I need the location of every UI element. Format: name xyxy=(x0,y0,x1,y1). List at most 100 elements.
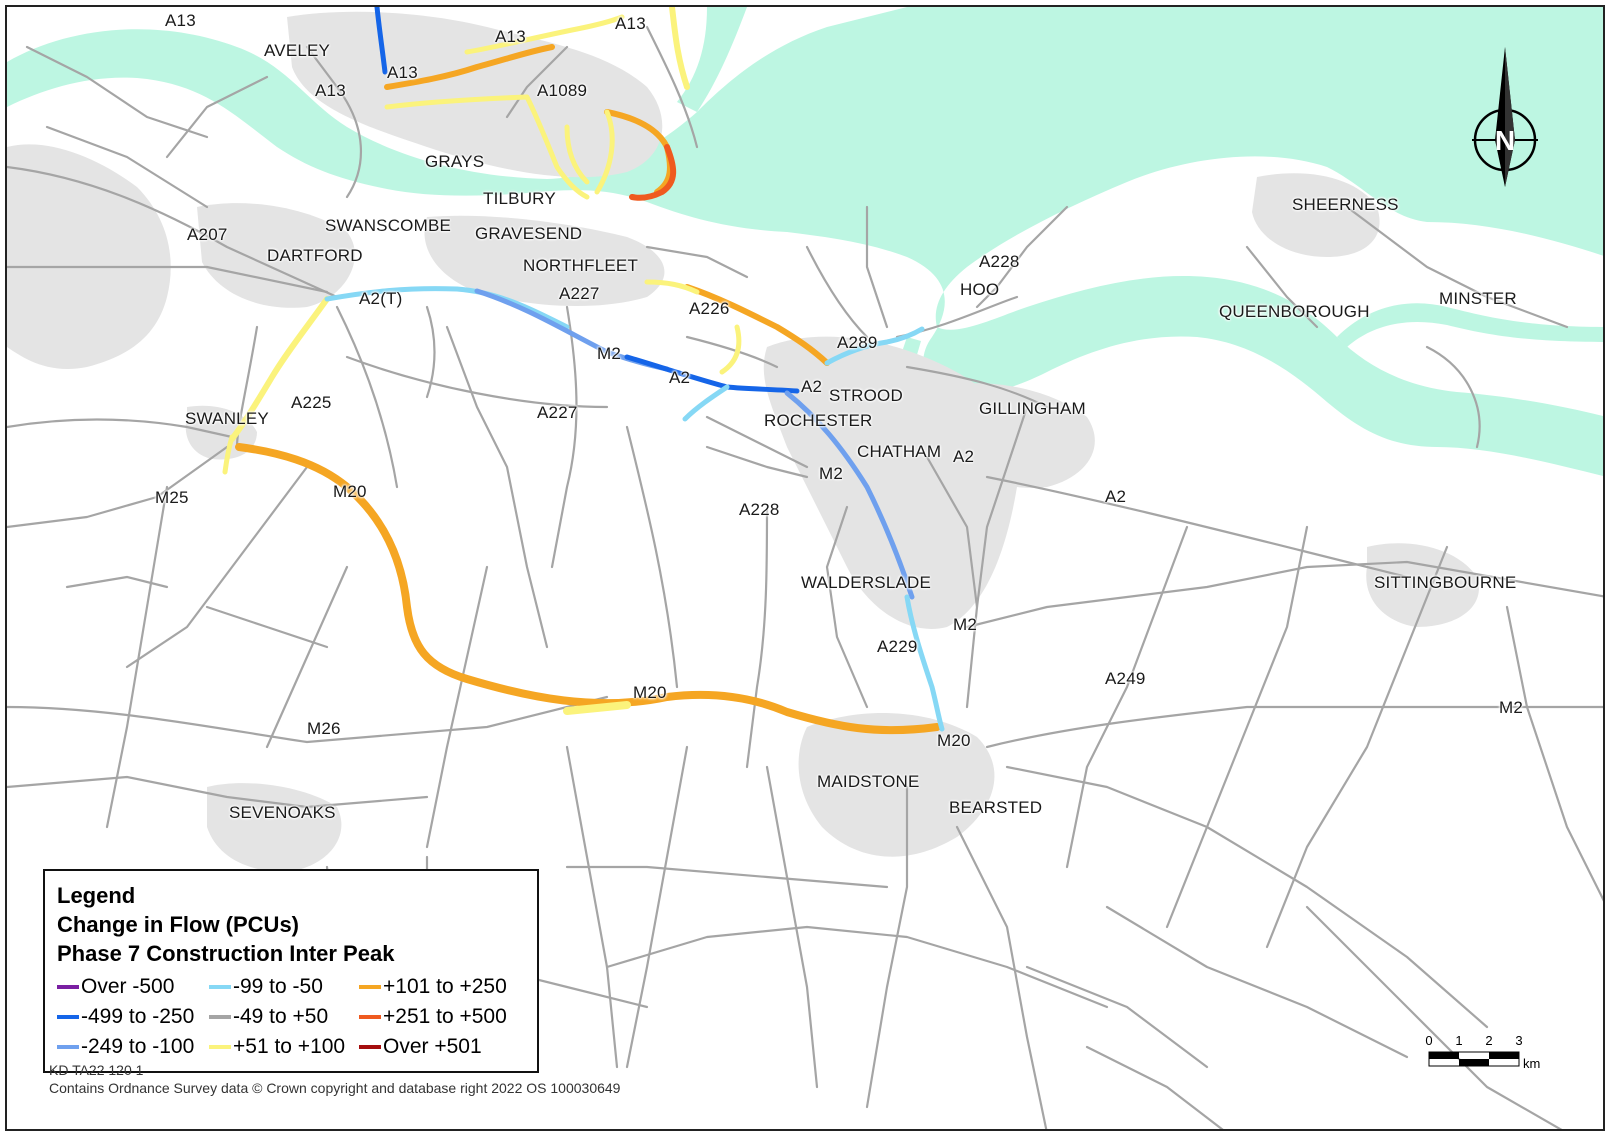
road-bg xyxy=(425,565,489,849)
north-road-blue xyxy=(374,7,388,75)
urban-sheppey xyxy=(1252,173,1380,257)
a2-westend-yellow xyxy=(222,434,235,475)
legend-item: -49 to +50 xyxy=(209,1004,359,1030)
a13-orange xyxy=(384,44,555,90)
road-bg xyxy=(565,745,619,1069)
legend-swatch xyxy=(209,1045,231,1049)
legend-swatch xyxy=(209,1015,231,1019)
road-bg xyxy=(925,455,979,609)
road-bg xyxy=(805,245,869,339)
road-bg xyxy=(1085,1045,1224,1129)
a1089-loop-red xyxy=(629,144,677,201)
flow-roads xyxy=(222,7,945,735)
place-label-hoo: HOO xyxy=(960,280,1000,299)
thames-estuary xyxy=(7,7,1603,477)
legend-item: -499 to -250 xyxy=(57,1004,209,1030)
legend-label: Over -500 xyxy=(81,975,175,998)
road-bg xyxy=(705,445,809,479)
road-bg xyxy=(645,245,749,279)
legend-subtitle-phase: Phase 7 Construction Inter Peak xyxy=(57,941,395,966)
a226-yellow xyxy=(644,279,742,375)
legend-panel: Legend Change in Flow (PCUs) Phase 7 Con… xyxy=(43,869,539,1073)
road-bg xyxy=(745,505,769,769)
legend-swatch xyxy=(57,1015,79,1019)
north-arrow: N xyxy=(1472,47,1542,197)
road-label-a1089: A1089 xyxy=(537,81,588,100)
road-bg xyxy=(205,605,329,649)
legend-swatch xyxy=(359,985,381,989)
legend-swatch xyxy=(57,1045,79,1049)
road-bg xyxy=(625,425,679,689)
place-label-sittingbourne: SITTINGBOURNE xyxy=(1374,573,1517,592)
place-label-bearsted: BEARSTED xyxy=(949,798,1043,817)
road-label-a2: A2 xyxy=(801,377,823,396)
place-label-strood: STROOD xyxy=(829,386,903,405)
road-label-m2: M2 xyxy=(1499,698,1524,717)
road-bg xyxy=(25,45,209,139)
road-bg xyxy=(125,465,309,669)
place-label-rochester: ROCHESTER xyxy=(764,411,873,430)
road-label-m2: M2 xyxy=(597,344,622,363)
scale-bar: 0 1 2 3 km xyxy=(1425,1032,1555,1072)
road-bg xyxy=(1425,345,1481,449)
legend-label: +251 to +500 xyxy=(383,1005,507,1028)
road-bg xyxy=(65,575,169,589)
legend-swatch xyxy=(57,985,79,989)
road-bg xyxy=(7,775,429,809)
legend-item: +101 to +250 xyxy=(359,974,529,1000)
legend-swatch xyxy=(209,985,231,989)
urban-west xyxy=(7,144,171,369)
road-label-a2: A2 xyxy=(669,368,691,387)
place-label-queenborough: QUEENBOROUGH xyxy=(1219,302,1370,321)
road-label-a13: A13 xyxy=(165,11,196,30)
legend-label: Over +501 xyxy=(383,1035,482,1058)
m20-orange-ring xyxy=(235,443,941,735)
road-bg xyxy=(905,365,1049,409)
road-label-a228: A228 xyxy=(739,500,780,519)
legend-swatch xyxy=(359,1045,381,1049)
road-bg xyxy=(7,695,609,744)
road-bg xyxy=(625,745,689,1069)
road-label-m20: M20 xyxy=(937,731,971,750)
road-bg xyxy=(165,75,269,159)
swale-channel xyxy=(1337,303,1603,347)
road-bg xyxy=(765,765,819,1089)
legend-label: -49 to +50 xyxy=(233,1005,329,1028)
road-bg xyxy=(445,325,549,649)
road-bg xyxy=(1105,905,1409,1059)
urban-gravesend xyxy=(424,215,665,307)
place-label-swanley: SWANLEY xyxy=(185,409,269,428)
place-label-tilbury: TILBURY xyxy=(483,189,556,208)
road-bg xyxy=(265,565,349,749)
legend-swatch xyxy=(359,1015,381,1019)
road-label-a2: A2 xyxy=(953,447,975,466)
road-label-a227: A227 xyxy=(537,403,578,422)
urban-sittingbourne xyxy=(1366,543,1479,627)
legend-item: -99 to -50 xyxy=(209,974,359,1000)
place-label-gravesend: GRAVESEND xyxy=(475,224,583,243)
a226-orange xyxy=(684,284,830,366)
place-label-northfleet: NORTHFLEET xyxy=(523,256,639,275)
map-frame: AVELEY GRAYS TILBURY SWANSCOMBE GRAVESEN… xyxy=(5,5,1605,1131)
m20-yellow-segment xyxy=(563,701,631,715)
road-label-a13: A13 xyxy=(387,63,418,82)
road-bg xyxy=(1265,545,1449,949)
road-bg xyxy=(425,305,436,399)
road-bg xyxy=(345,355,609,409)
legend-item: -249 to -100 xyxy=(57,1034,209,1060)
road-label-a2: A2 xyxy=(1105,487,1127,506)
m25-yellow xyxy=(229,296,330,442)
place-label-aveley: AVELEY xyxy=(264,41,331,60)
scale-tick: 2 xyxy=(1485,1033,1492,1048)
scale-bar-graphic: 0 1 2 3 km xyxy=(1425,1033,1540,1071)
road-bg xyxy=(235,325,259,449)
legend-label: -99 to -50 xyxy=(233,975,323,998)
legend-label: +101 to +250 xyxy=(383,975,507,998)
road-label-a228: A228 xyxy=(979,252,1020,271)
road-bg xyxy=(825,505,869,709)
a289-light-blue xyxy=(824,326,925,366)
road-bg xyxy=(565,865,889,889)
north-arrow-icon: N xyxy=(1472,47,1538,187)
road-label-a2t: A2(T) xyxy=(359,289,403,308)
road-label-m20: M20 xyxy=(633,683,667,702)
